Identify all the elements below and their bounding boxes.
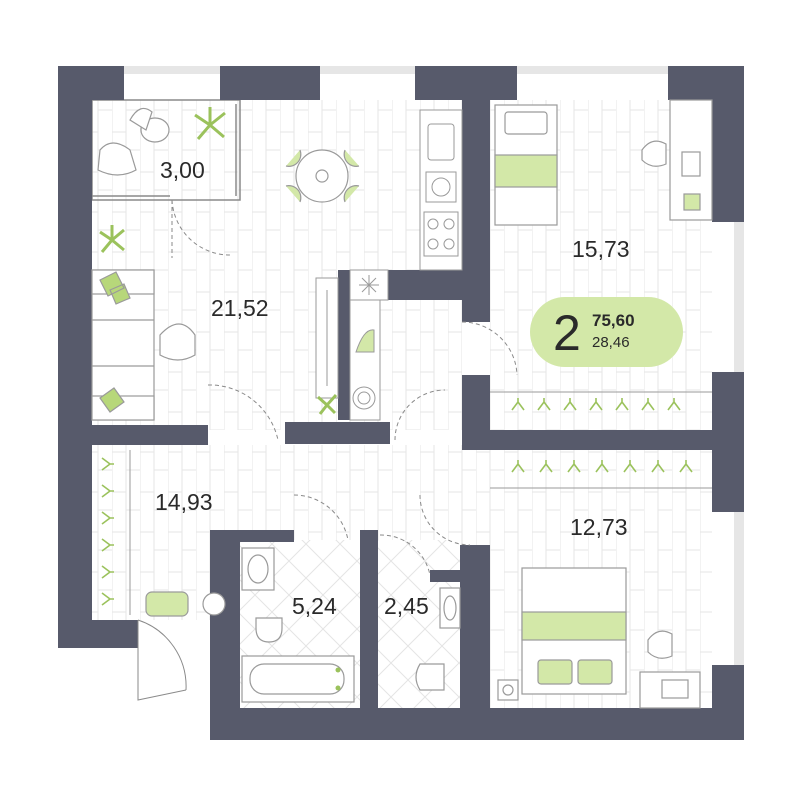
door-bedroom-2	[419, 494, 471, 546]
wardrobe-bedroom-2	[490, 460, 712, 489]
hanger-icon	[511, 460, 525, 473]
cushion-icon	[99, 387, 125, 413]
chair-icon	[129, 107, 153, 131]
hall-wardrobe	[101, 450, 131, 615]
sink-icon	[427, 123, 455, 161]
hanger-icon	[623, 460, 637, 473]
pillow-icon	[537, 659, 573, 685]
hanger-icon	[667, 398, 681, 411]
area-label-bathroom: 5,24	[292, 593, 337, 619]
entry-door	[137, 619, 187, 701]
stove-icon	[423, 211, 459, 257]
balcony-plant-icon	[194, 107, 226, 140]
walls	[58, 66, 744, 740]
hanger-icon	[641, 398, 655, 411]
door-balcony	[171, 199, 231, 258]
hanger-icon	[589, 398, 603, 411]
washbasin-bowl-icon	[247, 554, 269, 584]
tall-cabinet	[315, 277, 339, 399]
area-label-hall: 14,93	[155, 489, 213, 515]
dining-table-icon	[295, 149, 349, 203]
door-kitchen	[207, 384, 279, 441]
hanger-icon	[511, 398, 525, 411]
kitchen-counter	[419, 109, 463, 271]
door-bedroom-1	[461, 321, 518, 376]
wardrobe-bedroom-1	[490, 391, 712, 411]
cushion-icon	[99, 271, 131, 305]
coffee-table	[159, 323, 196, 361]
badge-pill	[530, 297, 683, 367]
badge-total-area: 75,60	[592, 311, 635, 330]
armchair-icon	[97, 142, 137, 176]
iron-icon	[355, 329, 375, 353]
book-icon	[683, 193, 701, 211]
laptop-icon	[681, 151, 701, 177]
pillow-icon	[577, 659, 613, 685]
bedroom-1-furniture	[494, 99, 713, 226]
area-label-kitchen-living: 21,52	[211, 295, 269, 321]
living-plant-icon	[99, 225, 125, 253]
kitchen-plant-icon	[317, 393, 338, 415]
bathtub-basin-icon	[249, 663, 345, 695]
dining-chair-icon	[285, 149, 302, 167]
toilet-fixtures	[415, 587, 461, 691]
hanger-icon	[563, 398, 577, 411]
hanger-icon	[651, 460, 665, 473]
badge-living-area: 28,46	[592, 334, 630, 351]
hanger-icon	[595, 460, 609, 473]
pillow-icon	[504, 111, 548, 135]
badge-room-count: 2	[553, 305, 581, 361]
fridge	[349, 269, 389, 301]
bedroom-2-furniture	[497, 567, 701, 709]
area-labels: 3,00 21,52 15,73 14,93 5,24 2,45 12,73	[155, 157, 630, 619]
area-label-bedroom-2: 12,73	[570, 514, 628, 540]
hanger-icon	[101, 484, 114, 498]
laundry-nook	[349, 299, 381, 421]
apartment-badge: 2 75,60 28,46	[530, 297, 683, 367]
hall-bench	[145, 591, 226, 617]
dining-chair-icon	[343, 149, 360, 167]
round-stool-icon	[202, 592, 226, 616]
hanger-icon	[101, 538, 114, 552]
desk-chair-icon	[641, 140, 667, 167]
dining-chair-icon	[285, 185, 302, 203]
area-label-toilet: 2,45	[384, 593, 429, 619]
dining-set	[285, 149, 360, 203]
hanger-icon	[537, 398, 551, 411]
doors	[171, 199, 518, 576]
hanger-icon	[567, 460, 581, 473]
hanger-icon	[539, 460, 553, 473]
area-label-balcony: 3,00	[160, 157, 205, 183]
hanger-icon	[615, 398, 629, 411]
sofa	[91, 269, 155, 421]
bathroom-fixtures	[241, 547, 355, 703]
door-bathroom	[293, 494, 349, 541]
hanger-icon	[679, 460, 693, 473]
dining-chair-icon	[343, 185, 360, 203]
door-laundry	[394, 389, 446, 441]
toilet-icon	[415, 663, 445, 691]
door-toilet	[379, 534, 431, 576]
hanger-icon	[101, 511, 114, 525]
toilet-icon	[255, 617, 283, 643]
blanket	[521, 611, 627, 641]
hanger-icon	[101, 457, 114, 471]
snowflake-icon	[359, 275, 379, 295]
area-label-bedroom-1: 15,73	[572, 236, 630, 262]
blanket	[494, 154, 558, 188]
desk-chair-icon	[647, 630, 673, 659]
desk	[639, 671, 701, 709]
balcony-furniture	[97, 107, 226, 176]
laptop-icon	[661, 679, 689, 699]
hanger-icon	[101, 565, 114, 579]
hanger-icon	[101, 592, 114, 606]
